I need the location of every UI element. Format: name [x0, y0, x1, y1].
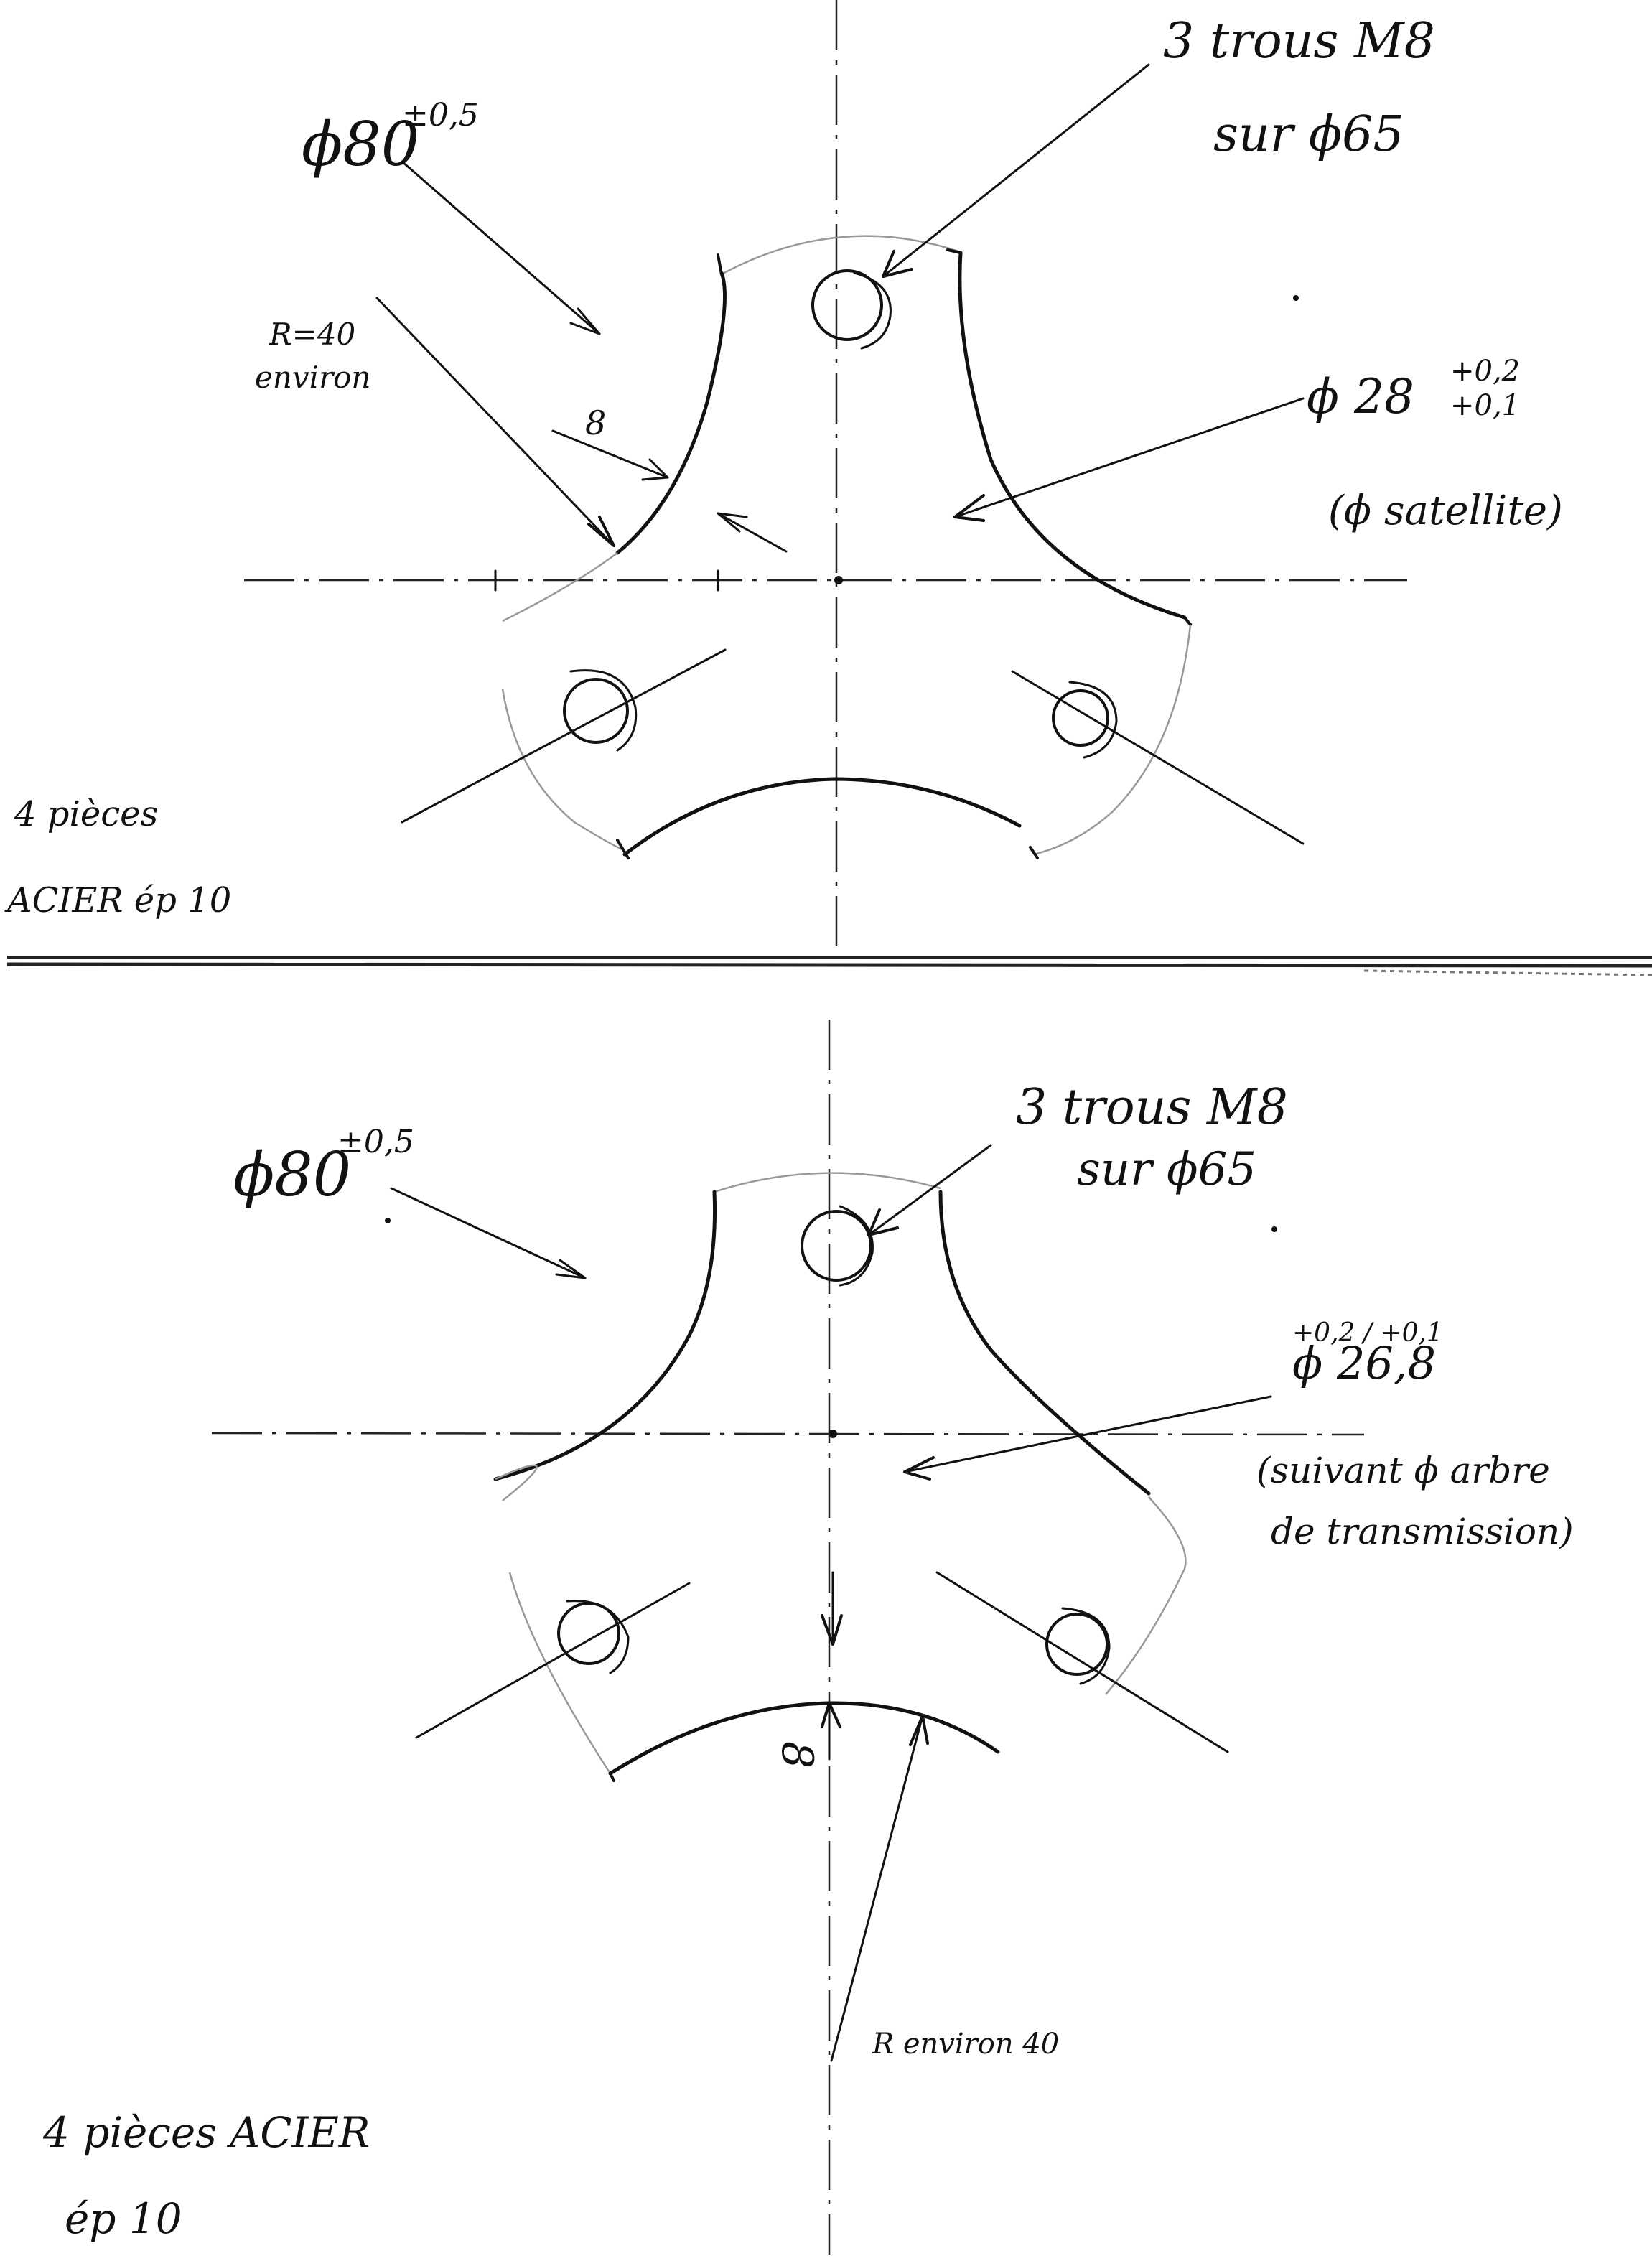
top-quantity: 4 pièces	[14, 794, 158, 834]
top-material: ACIER ép 10	[4, 880, 231, 920]
bottom-bore-tolerance: +0,2 / +0,1	[1292, 1318, 1443, 1348]
bottom-outer-diameter: ϕ80	[233, 1139, 351, 1210]
bottom-radius-note: R environ 40	[872, 2028, 1059, 2061]
top-radius-label: R=40	[269, 317, 355, 352]
bottom-quantity-material: 4 pièces ACIER	[42, 2108, 370, 2157]
bottom-stray-mark	[1271, 1226, 1277, 1232]
bottom-part-outline	[493, 1172, 1187, 1782]
bottom-leaders: 8	[390, 1144, 1272, 2062]
top-bore-tol-upper: +0,2	[1450, 355, 1520, 388]
bottom-horizontal-centerline	[211, 1432, 1365, 1436]
top-stray-mark	[1293, 295, 1299, 301]
bottom-stray-mark-2	[385, 1218, 391, 1223]
bottom-bore-note-2: de transmission)	[1271, 1511, 1574, 1552]
top-part-drawing: 8 ϕ80 ±0,5 3 trous M8 sur ϕ65 R=40 envir…	[4, 0, 1563, 948]
bottom-part-drawing: 8 ϕ80 ±0,5 3 trous M8 sur ϕ65 ϕ 26,8 +0,…	[42, 1020, 1574, 2255]
top-bore-diameter: ϕ 28	[1307, 369, 1414, 424]
top-bolt-holes	[401, 269, 1305, 845]
top-outer-diameter: ϕ80	[302, 109, 419, 180]
bottom-bolt-holes	[415, 1205, 1229, 1753]
bottom-bore-diameter: ϕ 26,8	[1292, 1337, 1436, 1389]
bottom-thickness: ép 10	[65, 2194, 182, 2243]
top-outer-diameter-tolerance: ±0,5	[402, 97, 479, 134]
top-center-point	[834, 576, 843, 584]
sheet-separator	[6, 956, 1652, 976]
bottom-center-point	[829, 1430, 837, 1438]
top-web-dim: 8	[585, 404, 606, 442]
top-holes-circle: sur ϕ65	[1213, 106, 1404, 163]
bottom-outer-diameter-tolerance: ±0,5	[337, 1124, 414, 1160]
top-bore-note: (ϕ satellite)	[1328, 488, 1563, 534]
bottom-web-dim: 8	[772, 1741, 822, 1768]
top-bore-tol-lower: +0,1	[1450, 389, 1520, 422]
bottom-holes-spec: 3 trous M8	[1016, 1079, 1288, 1136]
bottom-holes-circle: sur ϕ65	[1077, 1143, 1256, 1196]
top-holes-spec: 3 trous M8	[1163, 13, 1435, 70]
bottom-bore-note-1: (suivant ϕ arbre	[1256, 1450, 1550, 1491]
top-radius-approx: environ	[255, 360, 370, 395]
top-leaders: 8	[375, 63, 1305, 592]
top-part-outline	[501, 235, 1193, 859]
